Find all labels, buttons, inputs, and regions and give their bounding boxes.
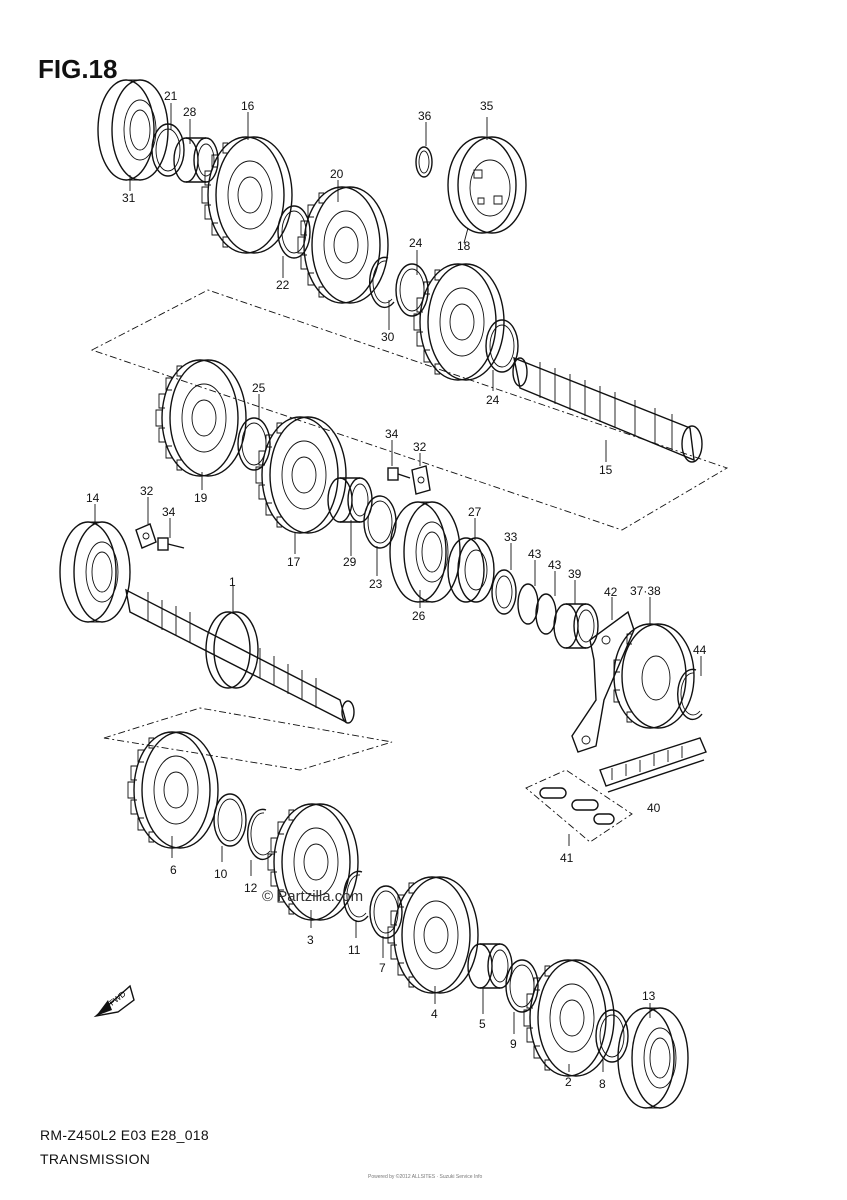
- callout-8: 8: [599, 1077, 606, 1091]
- callout-9: 9: [510, 1037, 517, 1051]
- callout-24-upper: 24: [409, 236, 423, 250]
- callout-34-lower: 34: [162, 505, 176, 519]
- callout-16: 16: [241, 99, 255, 113]
- callout-18: 18: [457, 239, 471, 253]
- spacer-39: [553, 603, 599, 649]
- callout-22: 22: [276, 278, 290, 292]
- bolt-34-lower: [157, 537, 185, 551]
- callout-13: 13: [642, 989, 656, 1003]
- callout-1: 1: [229, 575, 236, 589]
- callout-5: 5: [479, 1017, 486, 1031]
- washer-9: [505, 959, 539, 1013]
- chain-joint-41: [525, 769, 633, 843]
- driveshaft-group-outline: [103, 707, 393, 771]
- callout-19: 19: [194, 491, 208, 505]
- callout-37-38: 37·38: [630, 584, 661, 598]
- callout-25: 25: [252, 381, 266, 395]
- section-name: TRANSMISSION: [40, 1151, 151, 1167]
- clip-36: [415, 146, 433, 178]
- fwd-arrow-icon: FWD: [93, 984, 135, 1018]
- seal-27: [447, 537, 495, 603]
- washer-24-lower: [485, 319, 519, 373]
- callout-10: 10: [214, 867, 228, 881]
- circlip-30: [368, 256, 395, 309]
- watermark: © Partzilla.com: [262, 888, 364, 905]
- bolt-34-upper: [387, 467, 411, 481]
- callout-32-lower: 32: [140, 484, 154, 498]
- plate-32-lower: [135, 523, 157, 549]
- callout-3: 3: [307, 933, 314, 947]
- bearing-14: [59, 521, 131, 623]
- callout-32-upper: 32: [413, 440, 427, 454]
- washer-10: [213, 793, 247, 847]
- gear-19: [155, 359, 247, 477]
- model-code: RM-Z450L2 E03 E28_018: [40, 1127, 209, 1143]
- leader-lines: [94, 103, 702, 1072]
- gear-20: [297, 186, 389, 304]
- callout-44: 44: [693, 643, 707, 657]
- circlip-12: [246, 808, 273, 861]
- o-ring-33: [491, 569, 517, 615]
- callout-33: 33: [504, 530, 518, 544]
- callout-15: 15: [599, 463, 613, 477]
- callout-6: 6: [170, 863, 177, 877]
- o-ring-43-a: [517, 583, 539, 625]
- callout-40: 40: [647, 801, 661, 815]
- callout-26: 26: [412, 609, 426, 623]
- fwd-label: FWD: [108, 989, 128, 1007]
- callout-36: 36: [418, 109, 432, 123]
- callout-14: 14: [86, 491, 100, 505]
- callout-21: 21: [164, 89, 178, 103]
- callout-29: 29: [343, 555, 357, 569]
- kickstart-gear-35: [447, 136, 527, 234]
- driveshaft-1: [125, 588, 355, 724]
- bearing-13: [617, 1007, 689, 1109]
- sprocket-plate-42: [571, 610, 635, 753]
- callout-31: 31: [122, 191, 136, 205]
- countershaft-group-outline: [90, 289, 729, 531]
- callout-42: 42: [604, 585, 618, 599]
- callout-17: 17: [287, 555, 301, 569]
- callout-28: 28: [183, 105, 197, 119]
- callout-11: 11: [348, 943, 361, 957]
- callout-39: 39: [568, 567, 582, 581]
- callout-27: 27: [468, 505, 482, 519]
- callout-12: 12: [244, 881, 258, 895]
- callout-2: 2: [565, 1075, 572, 1089]
- callout-35: 35: [480, 99, 494, 113]
- callout-30: 30: [381, 330, 395, 344]
- callouts: 21 28 16 36 35 31 20 18 24 22 30 24 25 3…: [86, 89, 707, 1091]
- circlip-44: [676, 668, 703, 721]
- fineprint: Powered by ©2012 ALLSITES · Suzuki Servi…: [368, 1174, 483, 1180]
- drive-chain-40: [599, 737, 707, 793]
- sleeve-28: [173, 137, 219, 183]
- callout-24-lower: 24: [486, 393, 500, 407]
- callout-7: 7: [379, 961, 386, 975]
- callout-34-upper: 34: [385, 427, 399, 441]
- callout-43-b: 43: [548, 558, 562, 572]
- washer-24-upper: [395, 263, 429, 317]
- gear-4: [387, 876, 479, 994]
- callout-43-a: 43: [528, 547, 542, 561]
- callout-23: 23: [369, 577, 383, 591]
- callout-41: 41: [560, 851, 574, 865]
- bearing-26: [389, 501, 461, 603]
- countershaft-15: [512, 356, 703, 463]
- plate-32-upper: [411, 465, 431, 495]
- o-ring-43-b: [535, 593, 557, 635]
- needle-bearing-5: [467, 943, 513, 989]
- callout-4: 4: [431, 1007, 438, 1021]
- callout-20: 20: [330, 167, 344, 181]
- page-title: FIG.18: [38, 54, 118, 84]
